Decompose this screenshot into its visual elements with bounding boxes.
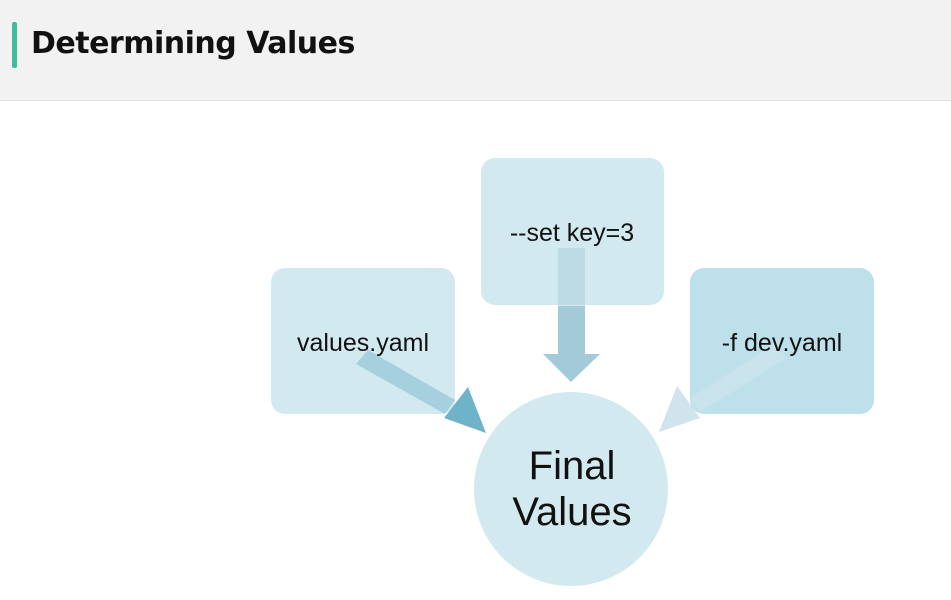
source-label-values-yaml: values.yaml [297,329,429,357]
source-box-set-flag [481,158,664,305]
arrow-left-to-final [356,350,486,433]
arrow-top-to-final [543,248,600,382]
title-accent-bar [12,22,17,68]
slide-header: Determining Values [0,0,951,101]
arrow-right-to-final [659,344,787,432]
source-label-dev-yaml: -f dev.yaml [722,329,842,357]
final-values-label-line2: Values [512,490,631,534]
source-box-values-yaml [271,268,455,414]
final-values-circle [474,392,668,586]
final-values-label-line1: Final [529,444,616,488]
slide-title: Determining Values [31,26,355,61]
source-label-set-flag: --set key=3 [510,219,634,247]
